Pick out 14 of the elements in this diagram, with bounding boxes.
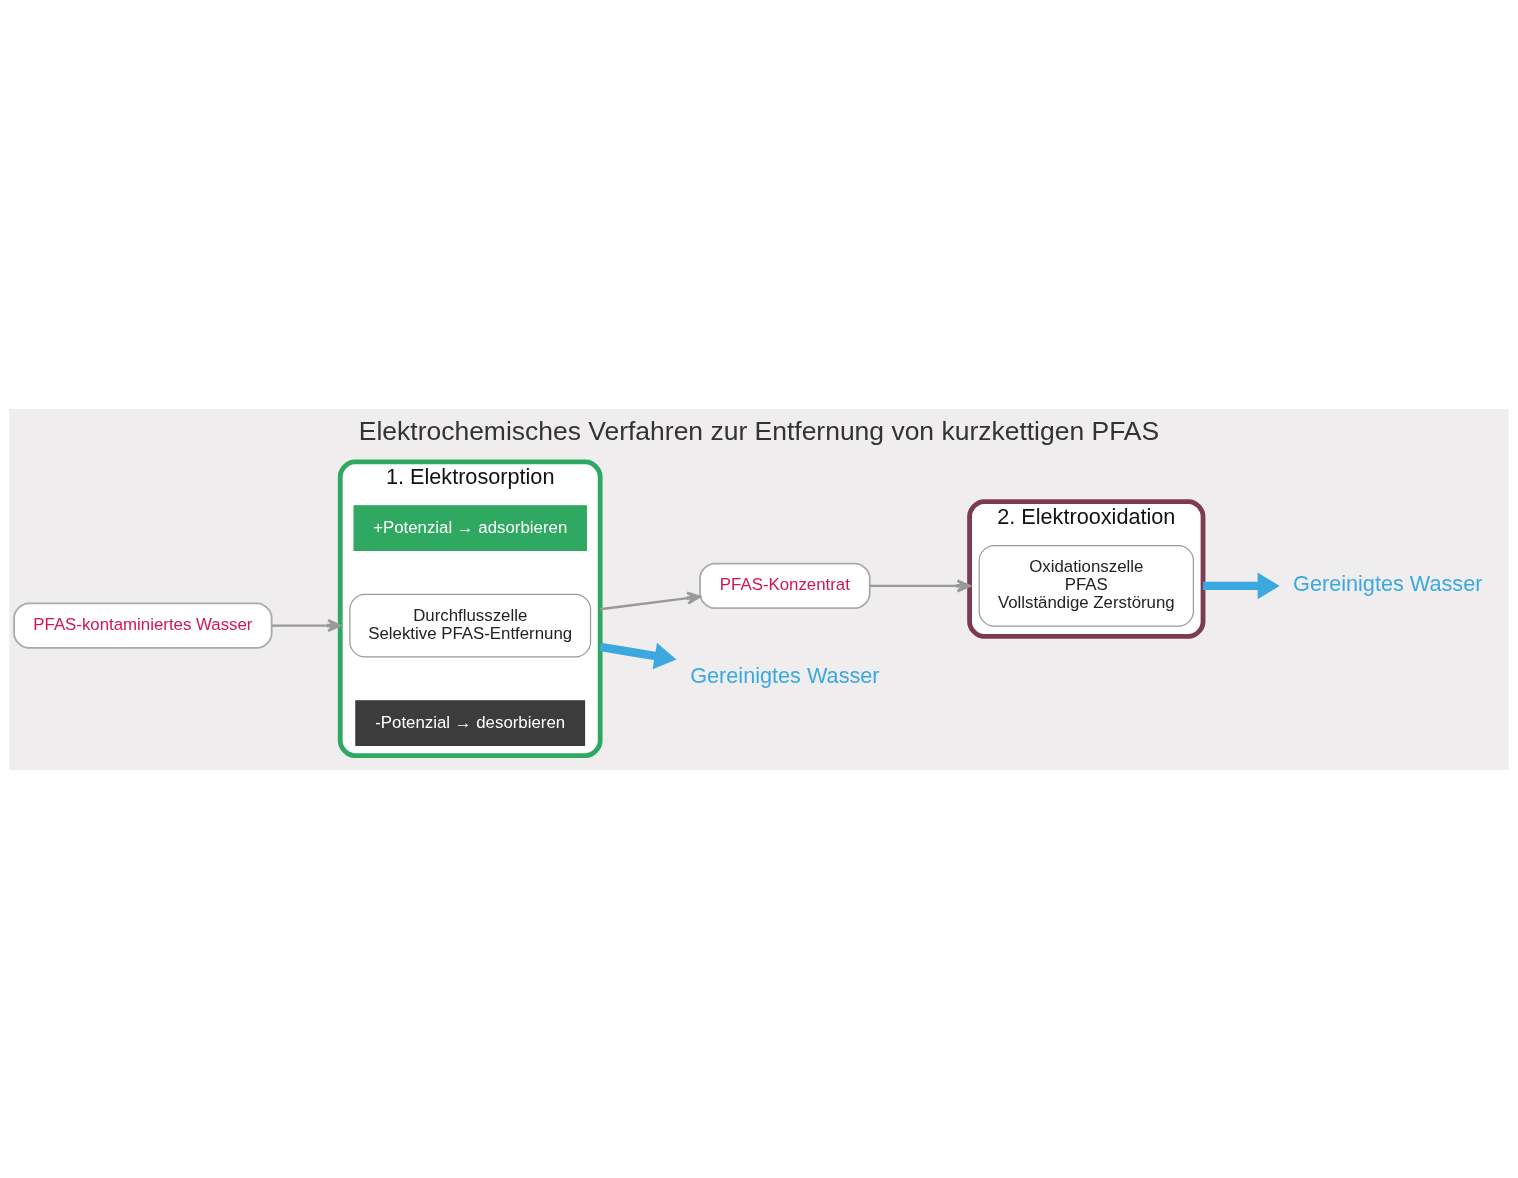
arrow — [600, 591, 701, 610]
node-box: +Potenzial → adsorbieren — [353, 504, 587, 551]
node-text: Gereinigtes Wasser — [1293, 570, 1483, 596]
node-box: -Potenzial → desorbieren — [355, 699, 586, 746]
node-text: Gereinigtes Wasser — [690, 662, 880, 688]
node-box: PFAS-kontaminiertes Wasser — [13, 601, 273, 649]
node-box: Durchflusszelle Selektive PFAS-Entfernung — [349, 593, 592, 657]
arrow — [1203, 571, 1280, 599]
arrow — [599, 642, 677, 669]
arrow — [869, 578, 971, 592]
arrow — [272, 618, 342, 632]
diagram-title: Elektrochemisches Verfahren zur Entfernung von kurzkettigen PFAS — [358, 415, 1160, 446]
node-box: Oxidationszelle PFAS Vollständige Zerstörung — [978, 544, 1194, 627]
node-box: PFAS-Konzentrat — [699, 562, 871, 609]
